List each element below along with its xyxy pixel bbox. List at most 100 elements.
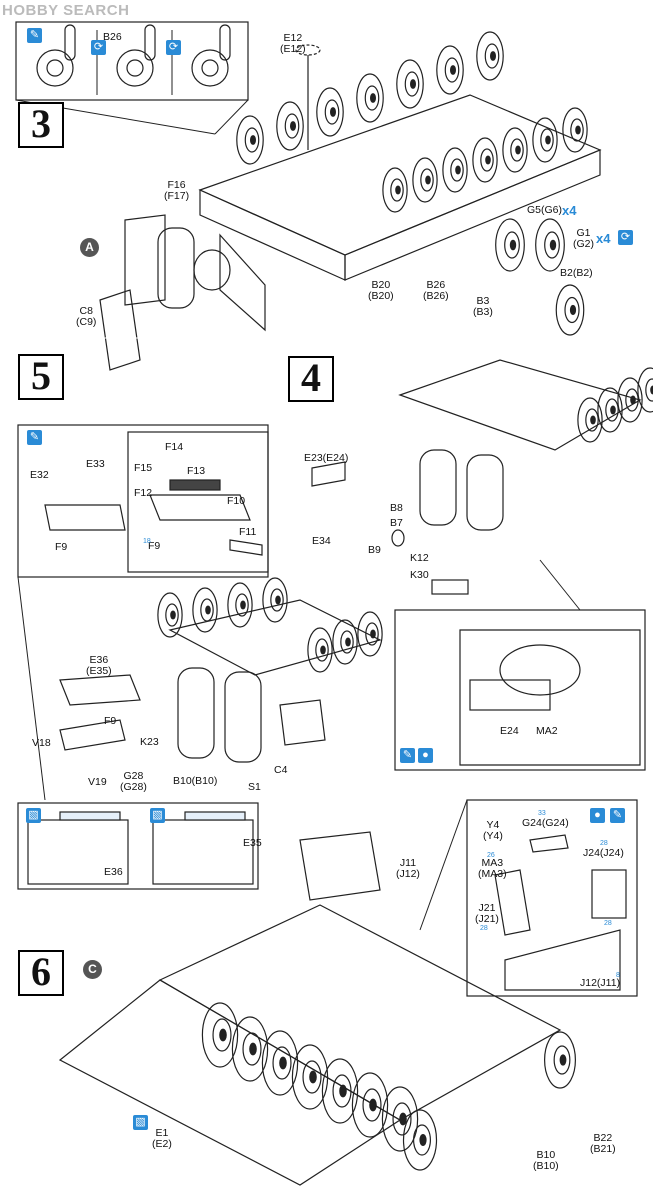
step4-inset-box [394,609,646,771]
road-wheel [617,377,643,423]
hull-rear-interior [459,629,641,766]
road-wheel [192,587,218,633]
hobby-search-watermark: HOBBY SEARCH [2,2,130,19]
panel-e24 [469,679,551,711]
mesh-j21 [494,869,531,936]
part-label: K12 [410,552,429,564]
paint-drop-icon: ● [418,748,433,763]
reference-number: 33 [538,810,546,817]
road-wheel [236,115,264,165]
rotate-icon: ⟳ [618,230,633,245]
idler-wheel [543,1031,576,1089]
road-wheel [261,1030,299,1096]
part-label: J11 (J12) [396,857,420,880]
quantity-x4: x4 [562,203,577,218]
part-label: F10 [227,495,246,507]
firewall-plate [124,214,166,306]
reference-number: 26 [487,852,495,859]
deck-j12 [504,929,621,991]
marker-c: C [83,960,102,979]
part-label: E35 [243,837,262,849]
road-wheel [436,45,464,95]
part-label: G5(G6) [527,204,563,216]
road-wheel [597,387,623,433]
road-wheel [577,397,603,443]
road-wheel [502,127,528,173]
part-label: B22 (B21) [590,1132,616,1155]
road-wheel [316,87,344,137]
part-label: V18 [32,737,51,749]
road-wheel [412,157,438,203]
part-label: G24(G24) [522,817,569,829]
drive-sprocket [402,1109,438,1171]
rear-plate [219,233,266,332]
step5-sub-inset [127,431,269,573]
road-wheel [381,1086,419,1152]
sanding-icon: ▧ [150,808,165,823]
step5-lower-inset [17,802,259,890]
engine-deck-j11 [299,831,381,901]
road-wheel [357,611,383,657]
part-label: F12 [134,487,153,499]
reference-number: 18 [143,538,151,545]
part-label: E36 (E35) [86,654,112,677]
reference-number: 28 [480,925,488,932]
drive-sprocket [555,284,585,336]
road-wheel [472,137,498,183]
part-label: E33 [86,458,105,470]
part-label: V19 [88,776,107,788]
hatch-e12 [295,44,321,56]
road-wheel [231,1016,269,1082]
part-label: B26 [103,31,122,43]
radiator-cylinder [419,449,457,526]
bracket-f9 [59,719,126,751]
fan-housing [193,249,231,291]
part-label: B26 (B26) [423,279,449,302]
road-wheel [276,101,304,151]
step6-inset-box [466,799,638,997]
road-wheel [321,1058,359,1124]
exhaust-c8 [99,289,141,371]
part-label: F11 [239,526,257,538]
road-wheel [291,1044,329,1110]
part-label: B10(B10) [173,775,218,787]
plate-e23 [311,461,346,487]
hull-top-5 [168,599,382,676]
part-label: B7 [390,517,403,529]
road-wheel [532,117,558,163]
cover-g24 [529,834,569,853]
hull-top-4 [398,359,642,451]
part-label: F9 [104,715,117,727]
step-number-4: 4 [288,356,334,402]
part-label: B2(B2) [560,267,593,279]
reference-number: 28 [604,920,612,927]
road-wheel [307,627,333,673]
sanding-icon: ▧ [26,808,41,823]
paint-drop-icon: ● [590,808,605,823]
part-label: E23(E24) [304,452,349,464]
part-label: C8 (C9) [76,305,97,328]
frame-f10 [149,494,251,521]
road-wheel [332,619,358,665]
part-label: J24(J24) [583,847,624,859]
road-wheel-g1 [535,218,565,272]
part-label: F14 [165,441,184,453]
plate-e35 [152,819,254,885]
part-label: J21 (J21) [475,902,499,925]
glue-icon: ✎ [610,808,625,823]
marker-a: A [80,238,99,257]
grille-e36 [59,674,141,706]
hull-floor [158,904,562,1121]
bracket-k30 [431,579,469,595]
road-wheel [637,367,653,413]
part-label: G28 (G28) [120,770,147,793]
fan-outline [499,644,581,696]
quantity-x4: x4 [596,231,611,246]
step-number-5: 5 [18,354,64,400]
road-wheel [356,73,384,123]
step-number-3: 3 [18,102,64,148]
road-wheel [442,147,468,193]
engine-cylinder [157,227,195,309]
rotate-icon: ⟳ [91,40,106,55]
